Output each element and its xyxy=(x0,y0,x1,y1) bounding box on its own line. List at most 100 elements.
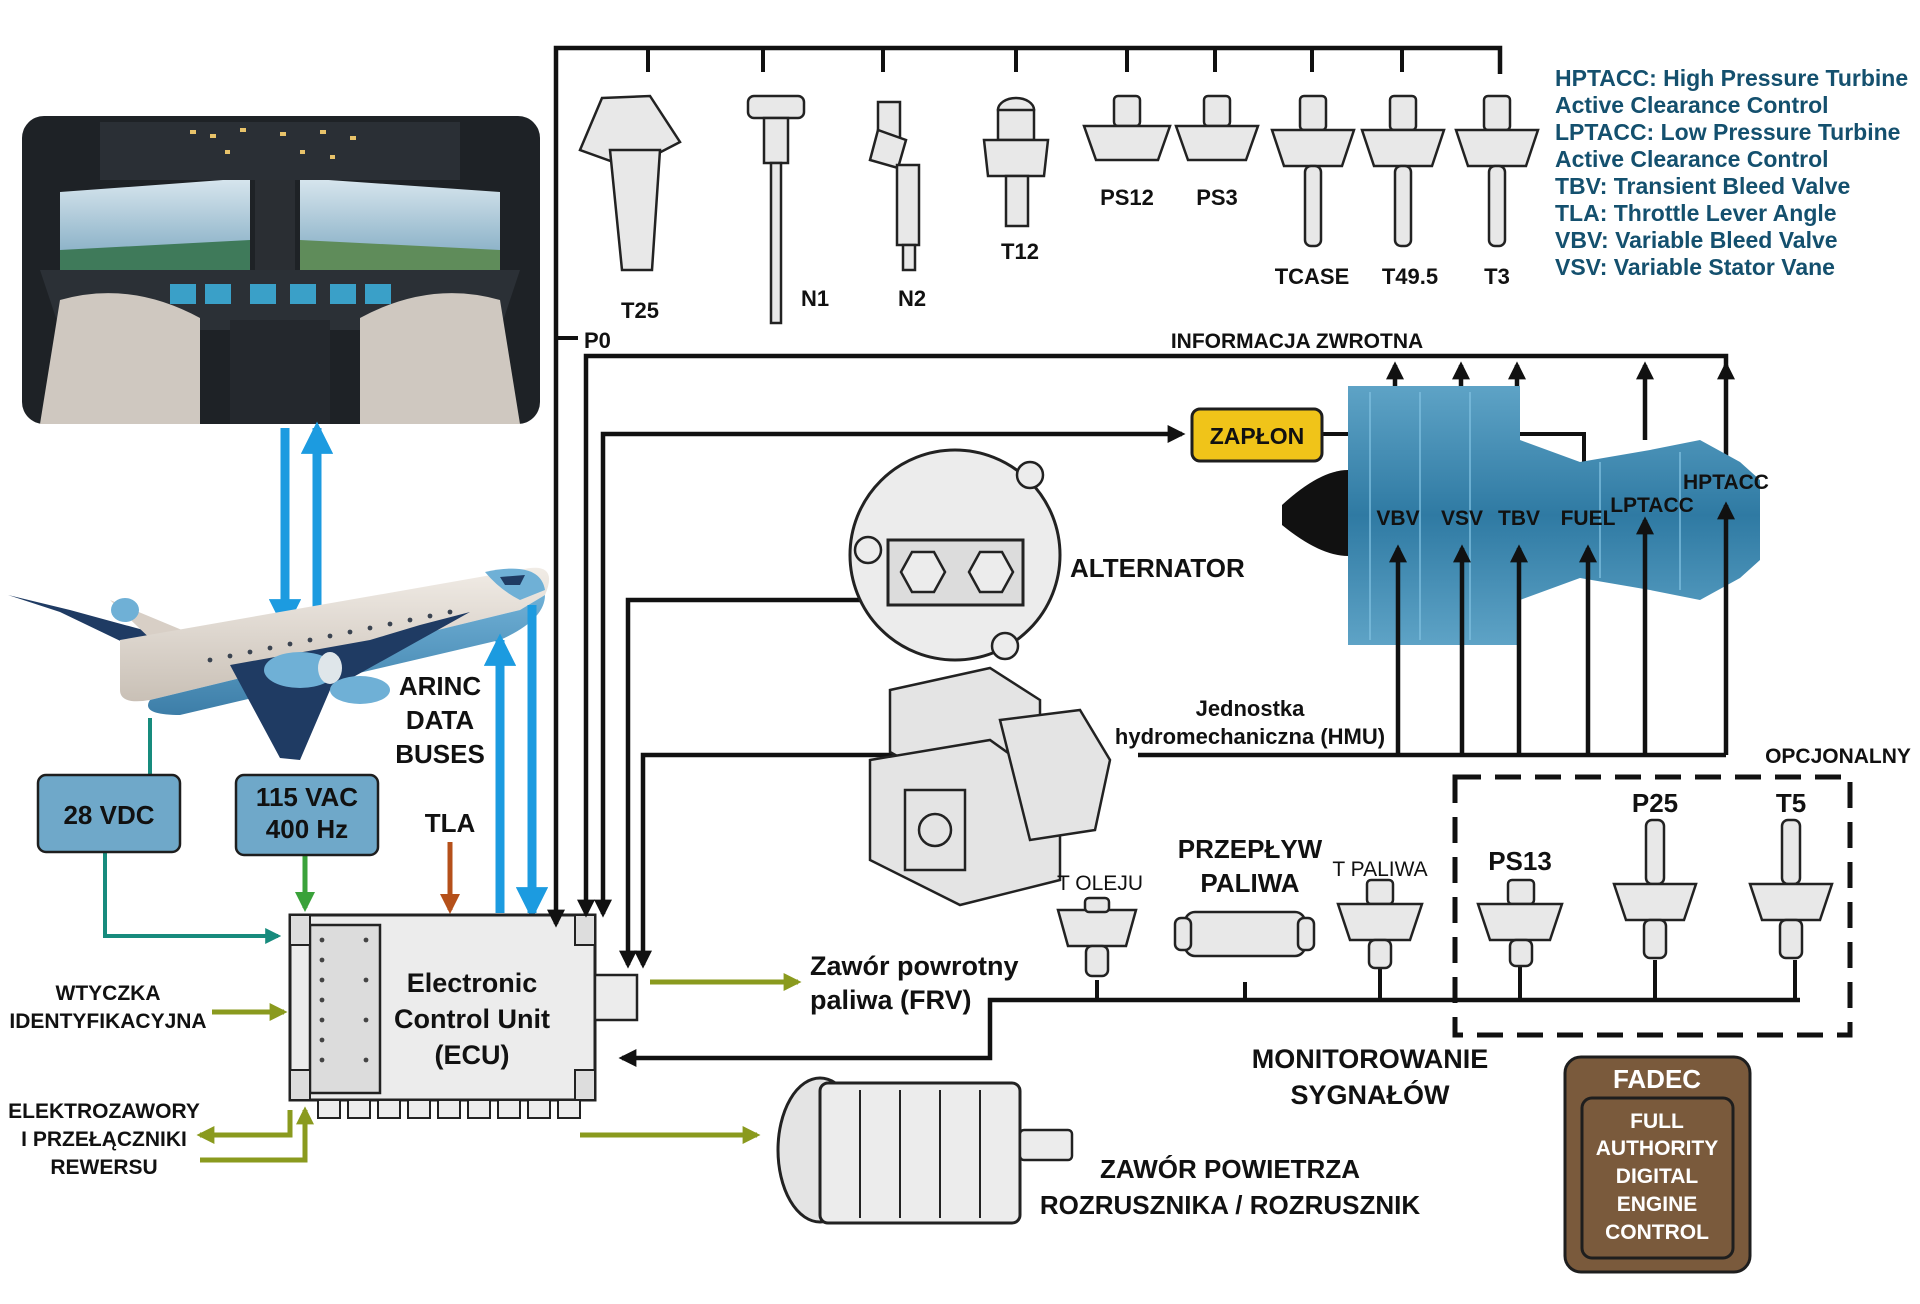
ecu-left-io xyxy=(196,1003,314,1163)
t5-label: T5 xyxy=(1776,788,1806,818)
reverser-line-1: ELEKTROZAWORY xyxy=(8,1100,200,1123)
sensor-t12 xyxy=(982,96,1050,228)
power-ac-line-1: 115 VAC xyxy=(256,782,358,812)
fadec-line-4: ENGINE xyxy=(1617,1193,1698,1216)
arinc-ecu-link xyxy=(483,605,549,920)
engine-label-hptacc: HPTACC xyxy=(1683,471,1769,494)
power-ac-line-2: 400 Hz xyxy=(266,814,348,844)
hmu-line-1: Jednostka xyxy=(1196,696,1306,721)
sensor-ps13 xyxy=(1476,878,1564,968)
arinc-cockpit-link xyxy=(268,421,334,632)
sensor-p25 xyxy=(1612,818,1698,960)
ecu-line-3: (ECU) xyxy=(435,1040,510,1070)
arinc-line-2: DATA xyxy=(406,705,475,735)
starter-line-2: ROZRUSZNIKA / ROZRUSZNIK xyxy=(1040,1190,1421,1220)
alternator-label: ALTERNATOR xyxy=(1070,553,1245,583)
sensor-flow xyxy=(1173,910,1316,958)
engine-label-vbv: VBV xyxy=(1376,507,1419,530)
hmu-path xyxy=(634,752,900,969)
sensor-ps12 xyxy=(1082,94,1172,162)
id-plug-line-2: IDENTYFIKACYJNA xyxy=(9,1010,206,1033)
sensor-ps3 xyxy=(1174,94,1260,162)
reverser-line-2: I PRZEŁĄCZNIKI xyxy=(21,1128,187,1151)
sensor-t25 xyxy=(578,94,682,272)
fadec-line-5: CONTROL xyxy=(1605,1221,1709,1244)
hmu-icon xyxy=(868,666,1112,907)
hmu-command-lines xyxy=(1138,501,1735,758)
sensor-label-n2: N2 xyxy=(898,286,926,311)
fadec-badge: FADEC FULL AUTHORITY DIGITAL ENGINE CONT… xyxy=(1563,1055,1752,1274)
engine-label-tbv: TBV xyxy=(1498,507,1540,530)
p25-label: P25 xyxy=(1632,788,1678,818)
sensor-t49-5 xyxy=(1360,94,1446,248)
abbreviation-legend: HPTACC: High Pressure Turbine Active Cle… xyxy=(1555,65,1908,280)
frv-line-2: paliwa (FRV) xyxy=(810,985,972,1015)
monitoring-bus xyxy=(618,960,1800,1067)
frv-line-1: Zawór powrotny xyxy=(810,951,1019,981)
ecu-line-2: Control Unit xyxy=(394,1004,550,1034)
sensor-t-paliwa xyxy=(1336,878,1424,970)
feedback-bus xyxy=(577,353,1735,918)
sensor-label-t3: T3 xyxy=(1484,264,1510,289)
zaplon-label: ZAPŁON xyxy=(1210,423,1305,449)
arinc-line-1: ARINC xyxy=(399,671,482,701)
alternator-icon xyxy=(848,448,1062,662)
engine-labels: VBV VSV TBV FUEL LPTACC HPTACC xyxy=(1376,471,1769,530)
monitoring-line-1: MONITOROWANIE xyxy=(1252,1044,1489,1074)
sensor-t3 xyxy=(1454,94,1540,248)
sensor-label-ps12: PS12 xyxy=(1100,185,1154,210)
fadec-line-2: AUTHORITY xyxy=(1596,1137,1719,1160)
ecu-right-outputs xyxy=(580,973,802,1144)
power-dc-label: 28 VDC xyxy=(63,800,154,830)
legend-line-7: VBV: Variable Bleed Valve xyxy=(1555,227,1838,253)
tla-label: TLA xyxy=(425,808,476,838)
sensor-tcase xyxy=(1270,94,1356,248)
legend-line-3: LPTACC: Low Pressure Turbine xyxy=(1555,119,1900,145)
engine-label-vsv: VSV xyxy=(1441,507,1483,530)
sensor-label-t12: T12 xyxy=(1001,239,1039,264)
power-28vdc-box: 28 VDC xyxy=(36,773,182,854)
feedback-label: INFORMACJA ZWROTNA xyxy=(1171,330,1423,353)
engine-label-fuel: FUEL xyxy=(1561,507,1616,530)
ecu-line-1: Electronic xyxy=(407,968,538,998)
fadec-title: FADEC xyxy=(1613,1064,1701,1094)
starter-valve-icon xyxy=(776,1076,1074,1225)
legend-line-1: HPTACC: High Pressure Turbine xyxy=(1555,65,1908,91)
sensor-n2 xyxy=(868,100,921,272)
sensor-n1 xyxy=(746,94,806,325)
sensor-t-oleju xyxy=(1056,896,1138,978)
monitoring-line-2: SYGNAŁÓW xyxy=(1291,1079,1451,1110)
power-115vac-box: 115 VAC 400 Hz xyxy=(234,773,380,857)
ecu-unit: Electronic Control Unit (ECU) xyxy=(288,913,639,1119)
t-paliwa-label: T PALIWA xyxy=(1332,858,1427,881)
starter-line-1: ZAWÓR POWIETRZA xyxy=(1100,1154,1360,1184)
p0-label: P0 xyxy=(584,328,611,353)
fadec-line-3: DIGITAL xyxy=(1616,1165,1699,1188)
legend-line-6: TLA: Throttle Lever Angle xyxy=(1555,200,1837,226)
turbofan-engine xyxy=(1282,386,1760,645)
lower-sensor-labels: T OLEJU PRZEPŁYW PALIWA T PALIWA PS13 P2… xyxy=(1057,788,1806,898)
cockpit-photo xyxy=(22,116,540,424)
power-lines xyxy=(103,718,460,944)
legend-line-5: TBV: Transient Bleed Valve xyxy=(1555,173,1850,199)
airplane-icon xyxy=(8,567,550,760)
t-oleju-label: T OLEJU xyxy=(1057,872,1143,895)
id-plug-line-1: WTYCZKA xyxy=(56,982,161,1005)
alternator-path xyxy=(619,597,865,969)
fadec-line-1: FULL xyxy=(1630,1110,1684,1133)
optional-label: OPCJONALNY xyxy=(1765,745,1911,768)
sensor-label-tcase: TCASE xyxy=(1275,264,1350,289)
flow-line-1: PRZEPŁYW xyxy=(1178,834,1323,864)
sensor-label-n1: N1 xyxy=(801,286,829,311)
zaplon-box: ZAPŁON xyxy=(1190,407,1324,463)
sensor-t5 xyxy=(1748,818,1834,960)
arinc-line-3: BUSES xyxy=(395,739,485,769)
legend-line-8: VSV: Variable Stator Vane xyxy=(1555,254,1835,280)
sensor-label-t25: T25 xyxy=(621,298,659,323)
engine-label-lptacc: LPTACC xyxy=(1610,494,1694,517)
hmu-line-2: hydromechaniczna (HMU) xyxy=(1115,724,1385,749)
sensor-label-ps3: PS3 xyxy=(1196,185,1238,210)
flow-line-2: PALIWA xyxy=(1200,868,1299,898)
legend-line-2: Active Clearance Control xyxy=(1555,92,1829,118)
legend-line-4: Active Clearance Control xyxy=(1555,146,1829,172)
